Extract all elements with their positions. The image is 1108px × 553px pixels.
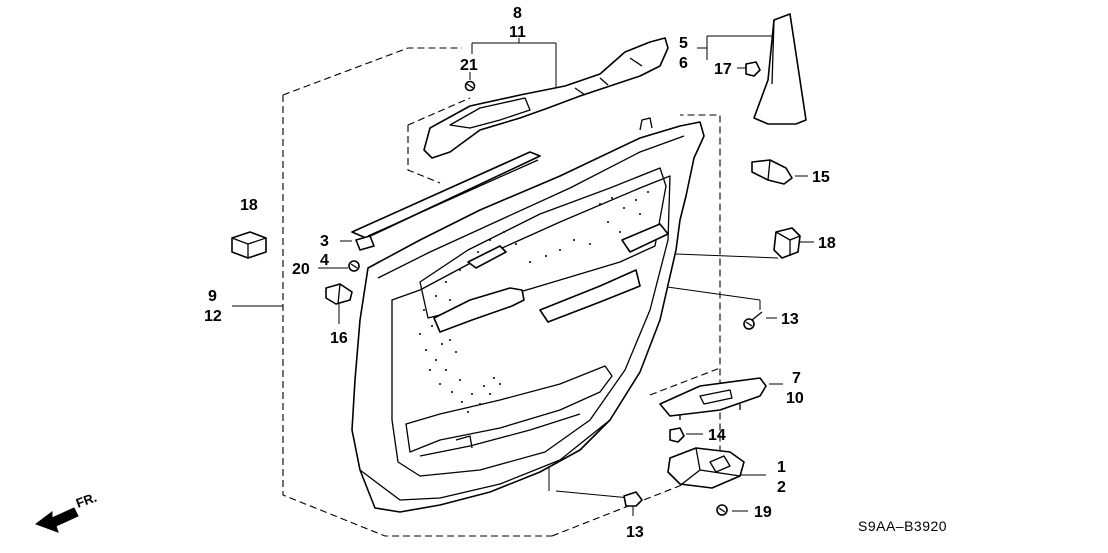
clip-16-part bbox=[325, 283, 353, 305]
callout-12: 12 bbox=[204, 308, 222, 325]
callout-14: 14 bbox=[708, 427, 726, 444]
screw-19-part bbox=[716, 504, 728, 516]
callout-18-right: 18 bbox=[818, 235, 836, 252]
panel-texture-dots bbox=[419, 191, 649, 413]
leader-lines bbox=[232, 35, 814, 516]
callout-4: 4 bbox=[320, 252, 329, 269]
clip-18-right-part bbox=[773, 227, 801, 259]
window-weatherstrip-part bbox=[351, 151, 541, 251]
clip-15-part bbox=[751, 159, 793, 185]
screw-20-part bbox=[348, 260, 360, 272]
callout-13-lower: 13 bbox=[626, 524, 644, 541]
callout-16: 16 bbox=[330, 330, 348, 347]
callout-8: 8 bbox=[513, 5, 522, 22]
callout-11: 11 bbox=[509, 24, 526, 41]
callout-1: 1 bbox=[777, 459, 786, 476]
callout-6: 6 bbox=[679, 55, 688, 72]
callout-5: 5 bbox=[679, 35, 688, 52]
clip-17-part bbox=[745, 61, 761, 77]
callout-18-left: 18 bbox=[240, 197, 258, 214]
screw-13-lower-part bbox=[623, 491, 643, 507]
callout-10: 10 bbox=[786, 390, 804, 407]
callout-17: 17 bbox=[714, 61, 732, 78]
callout-9: 9 bbox=[208, 288, 217, 305]
clip-18-left-part bbox=[231, 231, 267, 259]
switch-panel-part bbox=[659, 377, 767, 420]
callout-21: 21 bbox=[460, 57, 478, 74]
armrest-upper-trim-part bbox=[423, 37, 669, 159]
callout-15: 15 bbox=[812, 169, 830, 186]
front-direction-arrow-icon bbox=[34, 507, 79, 533]
diagram-code: S9AA–B3920 bbox=[858, 518, 947, 534]
corner-garnish-part bbox=[753, 13, 807, 125]
screw-13-upper-part bbox=[743, 311, 763, 330]
clip-14-part bbox=[669, 427, 685, 443]
door-lining-panel-part bbox=[351, 117, 705, 513]
callout-2: 2 bbox=[777, 479, 786, 496]
callout-20: 20 bbox=[292, 261, 310, 278]
callout-3: 3 bbox=[320, 233, 329, 250]
callout-7: 7 bbox=[792, 370, 801, 387]
inner-handle-bracket-part bbox=[667, 447, 745, 489]
front-direction-label: FR. bbox=[74, 490, 99, 511]
screw-21-part bbox=[464, 80, 476, 92]
callout-13-upper: 13 bbox=[781, 311, 799, 328]
callout-19: 19 bbox=[754, 504, 772, 521]
